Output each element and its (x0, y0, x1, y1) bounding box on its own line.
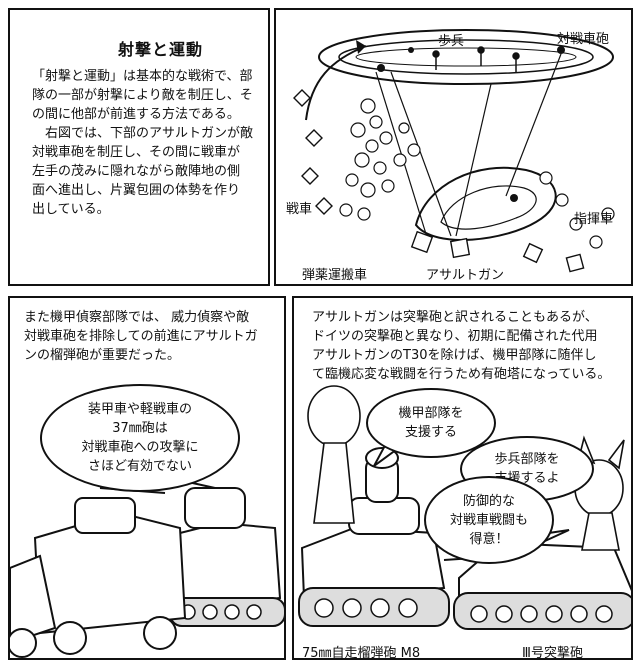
assault-gun-markers (410, 230, 585, 273)
panel-tactical-diagram: 歩兵 対戦車砲 戦車 指揮車 弾薬運搬車 アサルトガン (274, 8, 633, 286)
bush-cluster (339, 98, 615, 249)
recon-vehicles-art (10, 477, 284, 658)
speech-bubble-antitank-defense: 防御的な 対戦車戦闘も 得意！ (424, 476, 554, 564)
label-tank: 戦車 (286, 202, 313, 217)
assault-gun-paragraph: アサルトガンは突撃砲と訳されることもあるが、 ドイツの突撃砲と異なり、初期に配備… (312, 310, 611, 382)
fire-lines (375, 53, 562, 237)
antitank-gun-markers (377, 46, 565, 72)
speech-bubble-recon: 装甲車や軽戦車の 37㎜砲は 対戦車砲への攻撃に さほど有効でない (40, 384, 240, 492)
panel-assault-gun: アサルトガンは突撃砲と訳されることもあるが、 ドイツの突撃砲と異なり、初期に配備… (292, 296, 633, 660)
recon-paragraph: また機甲偵察部隊では、 威力偵察や敵 対戦車砲を排除しての前進にアサルトガ ンの… (24, 310, 258, 363)
label-command-tank: 指揮車 (574, 212, 614, 227)
infantry-markers (432, 46, 520, 72)
label-infantry: 歩兵 (438, 34, 465, 49)
label-assault-gun: アサルトガン (426, 268, 505, 283)
label-ammo-carrier: 弾薬運搬車 (302, 268, 368, 283)
section-title: 射撃と運動 (118, 40, 204, 59)
tactical-diagram-art (293, 29, 615, 273)
caption-m8-howitzer: 75㎜自走榴弾砲 M8 (302, 646, 421, 660)
panel-recon: また機甲偵察部隊では、 威力偵察や敵 対戦車砲を排除しての前進にアサルトガ ンの… (8, 296, 286, 660)
label-antitank-gun: 対戦車砲 (557, 32, 610, 47)
caption-stug-iii: Ⅲ号突撃砲 (522, 646, 583, 660)
tank-markers (293, 89, 333, 215)
intro-paragraph: 「射撃と運動」は基本的な戦術で、部 隊の一部が射撃により敵を制圧し、そ の間に他… (32, 69, 254, 217)
panel-text-intro: 射撃と運動 「射撃と運動」は基本的な戦術で、部 隊の一部が射撃により敵を制圧し、… (8, 8, 270, 286)
speech-bubble-armored-support: 機甲部隊を 支援する (366, 388, 496, 458)
